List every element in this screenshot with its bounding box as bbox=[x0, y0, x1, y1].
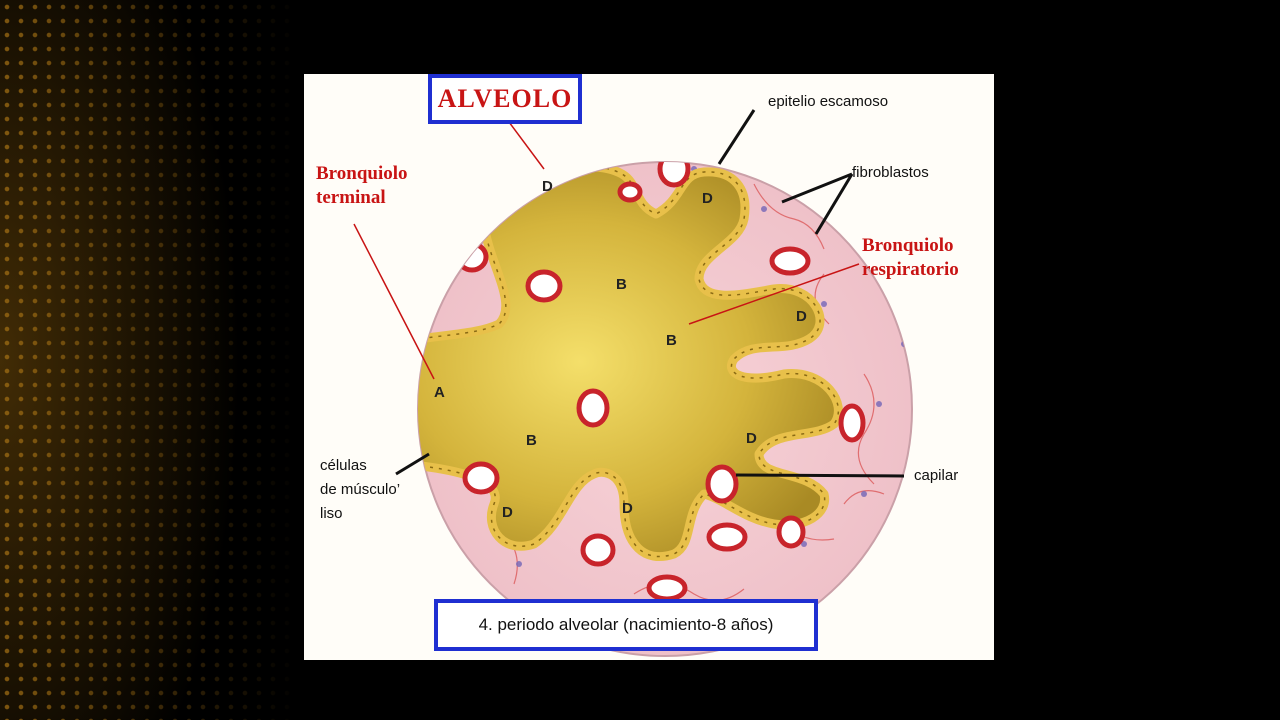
capillary bbox=[769, 246, 811, 276]
histology-illustration bbox=[353, 109, 913, 657]
capillary bbox=[838, 403, 866, 443]
capillary bbox=[705, 464, 739, 504]
label-bronquiolo-respiratorio: Bronquiolo respiratorio bbox=[862, 235, 959, 280]
label-capilar: capilar bbox=[914, 467, 959, 484]
label-fibroblastos: fibroblastos bbox=[852, 164, 929, 181]
letter-a: A bbox=[434, 384, 445, 401]
letter-b: B bbox=[616, 276, 627, 293]
letter-d: D bbox=[702, 190, 713, 207]
dot-pattern bbox=[0, 0, 300, 720]
capillary bbox=[657, 162, 691, 188]
caption-box: 4. periodo alveolar (nacimiento-8 años) bbox=[434, 599, 818, 651]
letter-d: D bbox=[796, 308, 807, 325]
capillary bbox=[617, 181, 643, 203]
capillary bbox=[776, 515, 806, 549]
title-box: ALVEOLO bbox=[428, 74, 582, 124]
capillary bbox=[580, 533, 616, 567]
letter-d: D bbox=[502, 504, 513, 521]
black-pointer-lines bbox=[395, 109, 905, 478]
letter-d: D bbox=[622, 500, 633, 517]
capillary bbox=[576, 388, 610, 428]
epithelium-cells bbox=[418, 165, 840, 558]
caption-text: 4. periodo alveolar (nacimiento-8 años) bbox=[478, 615, 774, 634]
letter-b: B bbox=[666, 332, 677, 349]
letter-d: D bbox=[746, 430, 757, 447]
capillary bbox=[646, 574, 688, 602]
capillary bbox=[706, 522, 748, 552]
title-text: ALVEOLO bbox=[437, 84, 573, 113]
label-epitelio-escamoso: epitelio escamoso bbox=[768, 93, 889, 110]
letter-b: B bbox=[526, 432, 537, 449]
capillary bbox=[455, 241, 489, 273]
capillaries bbox=[455, 162, 866, 602]
capillary bbox=[525, 269, 563, 303]
red-pointer-lines bbox=[353, 121, 860, 380]
label-celulas-musculo-liso: células de músculo’ liso bbox=[320, 457, 401, 522]
label-bronquiolo-terminal: Bronquiolo terminal bbox=[316, 163, 408, 208]
capillary bbox=[462, 461, 500, 495]
alveolar-diagram: ALVEOLO Bronquiolo terminal Bronquiolo r… bbox=[304, 74, 994, 660]
letter-d: D bbox=[542, 178, 553, 195]
